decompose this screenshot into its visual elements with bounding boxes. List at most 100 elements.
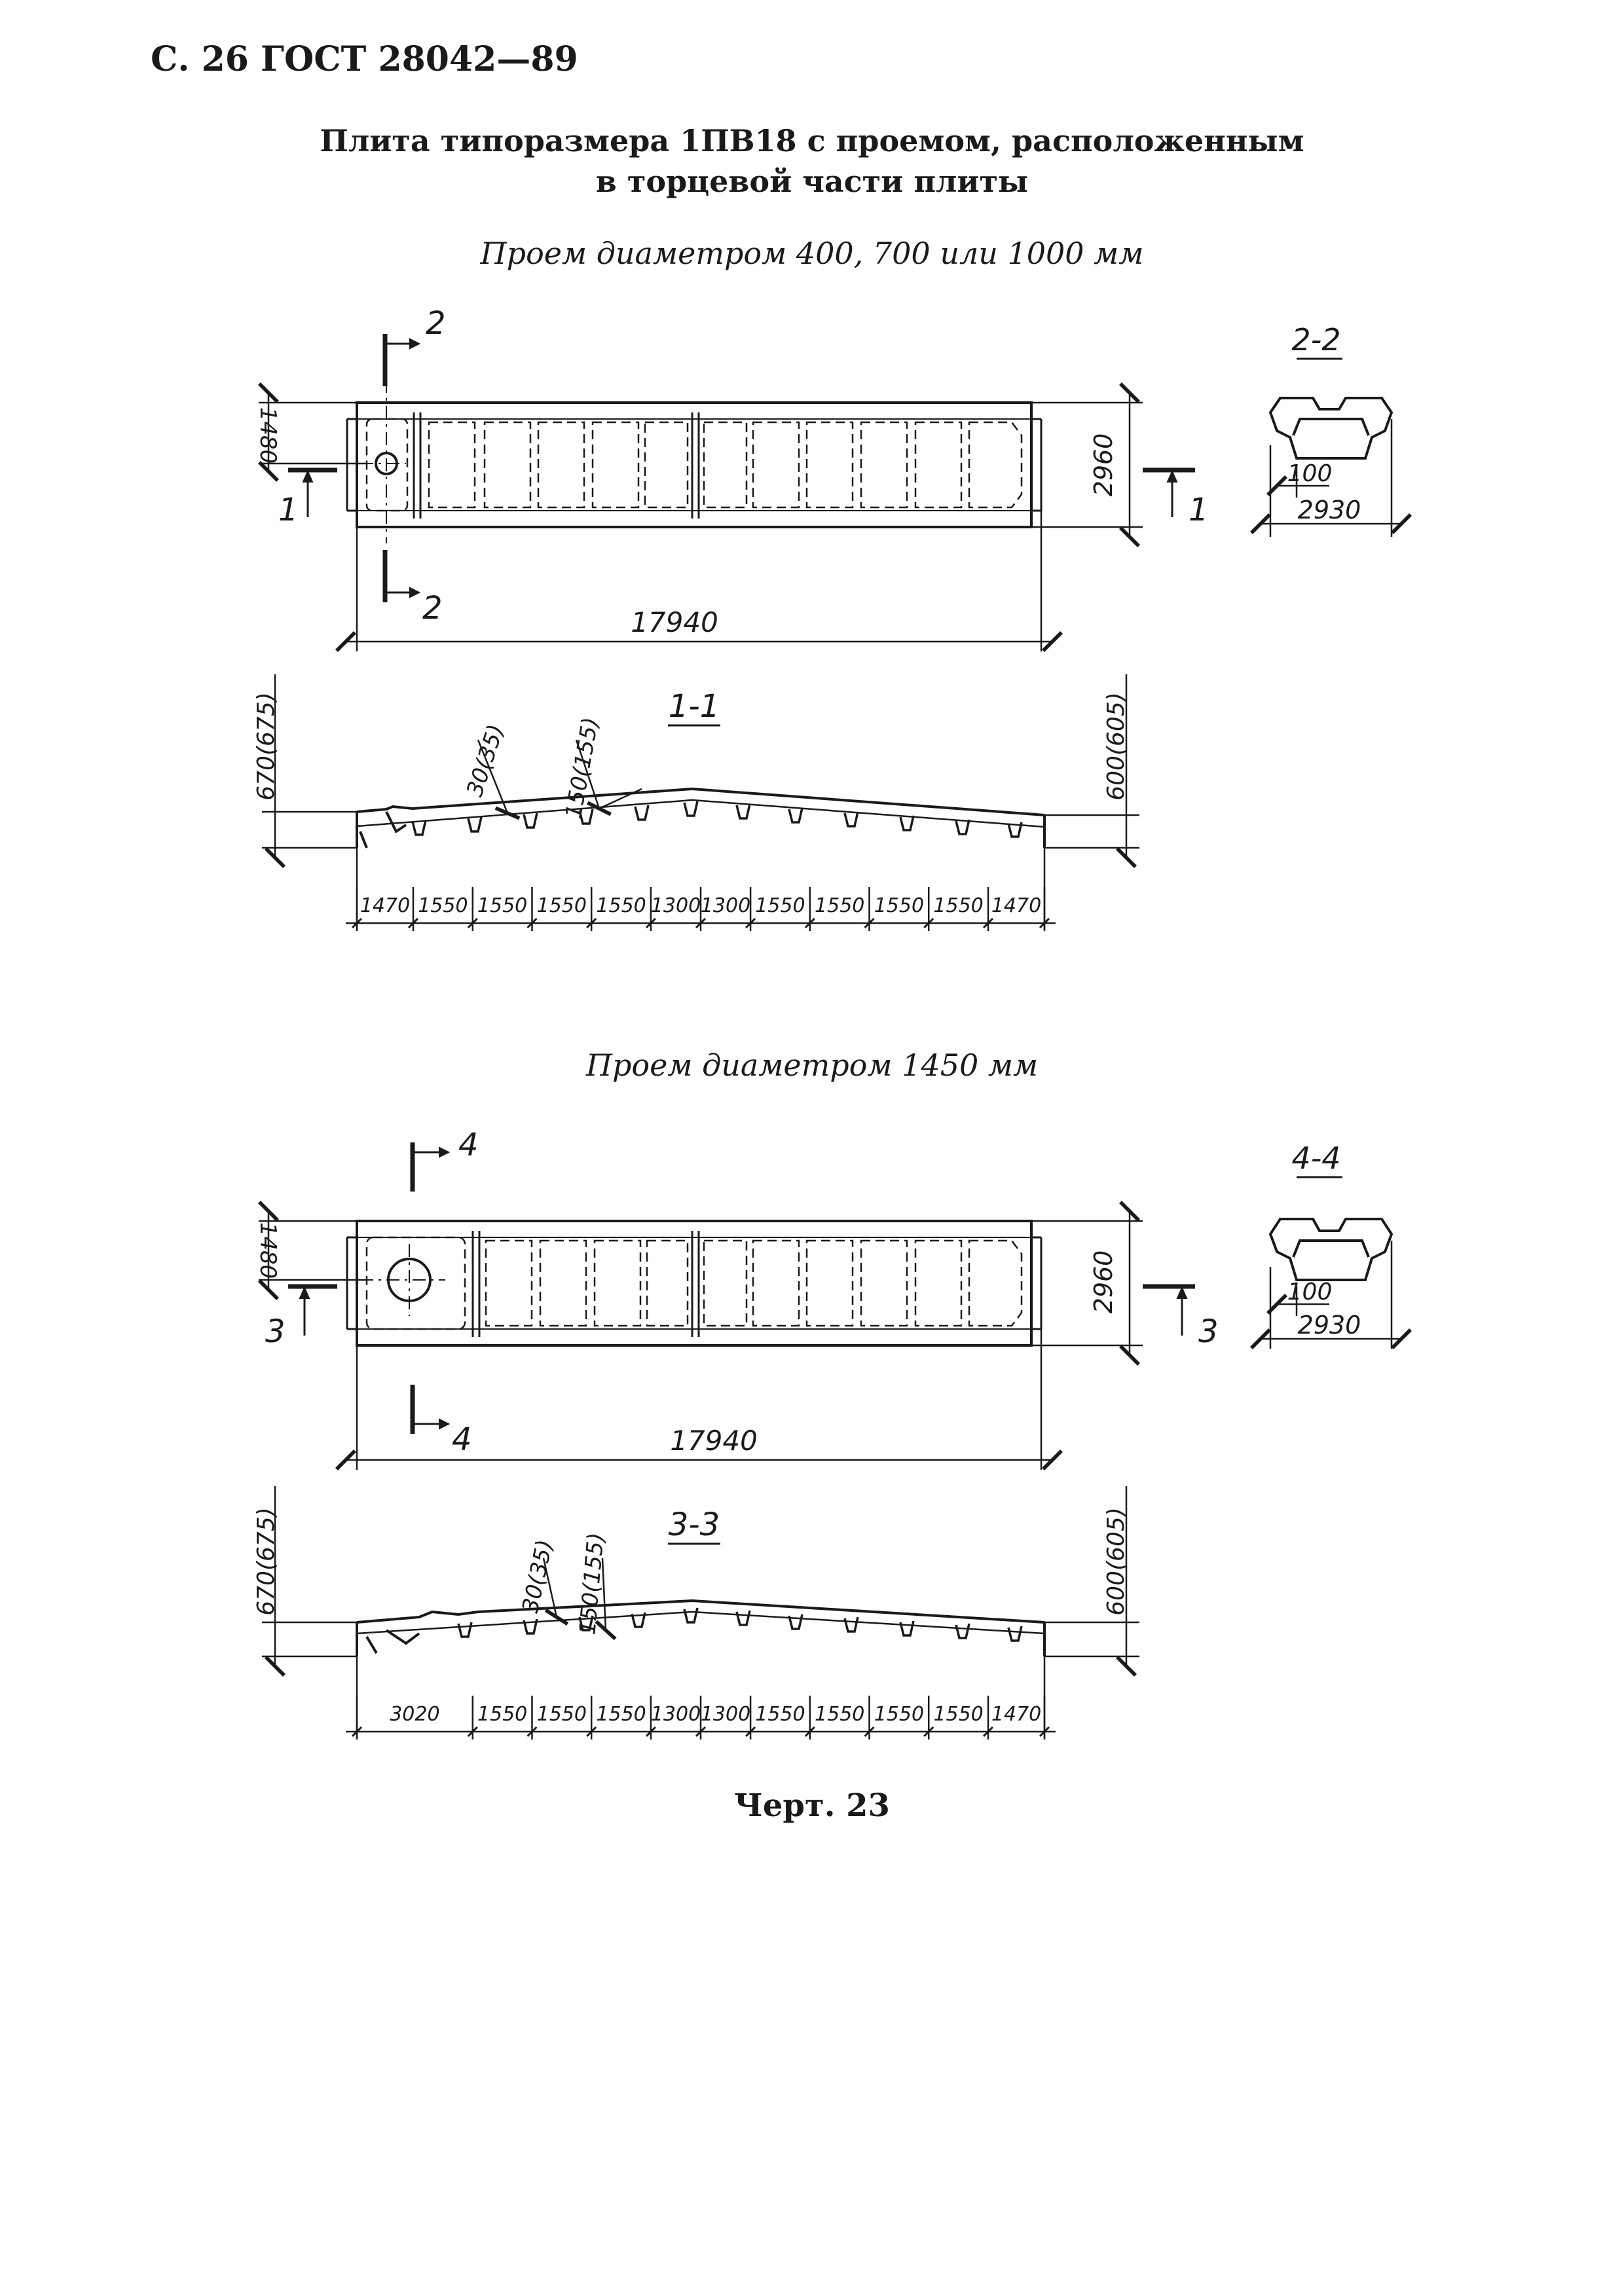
plan-view-b	[308, 1220, 1043, 1347]
dim-b-half-width: 1480	[255, 1222, 281, 1279]
long-section-a-shape	[356, 787, 1046, 848]
section-b-bay-tick	[526, 1726, 538, 1738]
section-b-bay-tick	[864, 1726, 875, 1738]
dim-b-width: 2960	[1089, 1250, 1118, 1314]
dim-b-right-height: 600(605)	[1103, 1507, 1130, 1616]
section-b-bay-tick	[467, 1726, 478, 1738]
section-a-bay-label: 1470	[991, 894, 1041, 917]
section-a-bay-label: 1550	[755, 894, 805, 917]
dim-a-length: 17940	[631, 606, 718, 638]
cut-marker-4-bottom	[410, 1385, 451, 1434]
section-a-bay-tick	[864, 917, 875, 929]
section-b-bay-tick	[982, 1726, 994, 1738]
section-a-bay-label: 1550	[596, 894, 646, 917]
plan-b-outline	[356, 1220, 1033, 1347]
cut-label-4-top: 4	[458, 1127, 479, 1163]
dim-a-left-height: 670(675)	[253, 692, 280, 801]
section-b-bay-label: 1550	[874, 1703, 924, 1726]
section-a-bay-tick	[923, 917, 934, 929]
section-a-caption: Проем диаметром 400, 700 или 1000 мм	[480, 236, 1144, 271]
cut-marker-3-left	[288, 1284, 337, 1336]
section-a-bay-tick	[804, 917, 815, 929]
section-a-bay-tick	[982, 917, 994, 929]
dim-cross-2-2-rib: 100	[1287, 460, 1333, 487]
section-a-bay-tick	[407, 917, 419, 929]
dim-b-length: 17940	[670, 1425, 758, 1457]
section-a-bay-tick	[526, 917, 538, 929]
drawing-title-line2: в торцевой части плиты	[595, 164, 1029, 199]
section-a-bay-tick	[467, 917, 478, 929]
drawing-title-line1: Плита типоразмера 1ПВ18 с проемом, распо…	[320, 123, 1304, 158]
section-a-bay-label: 1550	[815, 894, 864, 917]
section-b-bay-tick	[745, 1726, 756, 1738]
cut-marker-2-bottom	[382, 550, 421, 602]
cut-marker-2-top	[382, 334, 421, 386]
section-a-bay-label: 1550	[874, 894, 924, 917]
section-a-bay-label: 1550	[418, 894, 468, 917]
long-section-label-1-1: 1-1	[669, 688, 720, 725]
section-a-bay-label: 1300	[701, 894, 750, 917]
section-a-bay-tick	[645, 917, 656, 929]
section-a-bay-label: 1470	[360, 894, 410, 917]
section-a-bay-tick	[586, 917, 597, 929]
section-a-bay-tick	[745, 917, 756, 929]
cut-label-1-left: 1	[278, 492, 299, 528]
cut-marker-4-top	[410, 1142, 451, 1192]
dim-a-right-height: 600(605)	[1103, 692, 1130, 801]
dim-a-shelf: 30(35)	[462, 721, 509, 800]
cut-label-2-top: 2	[426, 305, 446, 342]
plan-a-dimensions	[258, 382, 1143, 652]
plan-a-outline	[356, 401, 1033, 528]
dim-b-shelf: 30(35)	[517, 1537, 559, 1615]
cut-marker-1-right	[1143, 467, 1195, 517]
section-b-bay-tick	[695, 1726, 707, 1738]
cross-section-2-2-shape	[1268, 397, 1393, 460]
cut-label-2-bottom: 2	[422, 590, 443, 627]
dim-cross-4-4-width: 2930	[1298, 1311, 1361, 1339]
long-section-a-ribs	[411, 801, 1023, 838]
section-b-bay-tick	[804, 1726, 815, 1738]
cross-section-label-2-2: 2-2	[1291, 322, 1340, 357]
dim-a-half-width: 1480	[255, 407, 281, 464]
plan-a-ribs	[365, 418, 1023, 512]
cross-section-4-4-shape	[1268, 1218, 1393, 1281]
plan-b-ribs	[365, 1236, 1023, 1330]
section-b-bay-label: 1550	[596, 1703, 646, 1726]
section-b-bay-label: 1550	[755, 1703, 805, 1726]
cross-section-label-4-4: 4-4	[1291, 1140, 1340, 1176]
dim-cross-4-4-rib: 100	[1287, 1279, 1333, 1305]
section-a-bay-label: 1550	[933, 894, 983, 917]
section-b-bay-label: 1550	[537, 1703, 587, 1726]
section-b-bay-label: 3020	[390, 1703, 439, 1726]
section-b-bay-tick	[645, 1726, 656, 1738]
long-section-b-shape	[356, 1599, 1046, 1656]
section-b-bay-label: 1550	[933, 1703, 983, 1726]
section-a-bay-label: 1550	[537, 894, 587, 917]
section-b-bay-label: 1550	[477, 1703, 527, 1726]
cut-label-3-right: 3	[1198, 1313, 1219, 1350]
long-section-b-ribs	[457, 1607, 1023, 1642]
plan-view-a	[308, 380, 1043, 543]
dim-b-rib: 150(155)	[574, 1531, 609, 1635]
section-a-bay-tick	[1039, 917, 1050, 929]
section-b-caption: Проем диаметром 1450 мм	[585, 1048, 1039, 1083]
cut-marker-1-left	[288, 467, 337, 517]
long-section-label-3-3: 3-3	[669, 1506, 720, 1543]
section-b-bay-label: 1550	[815, 1703, 864, 1726]
dim-cross-2-2-width: 2930	[1298, 496, 1361, 524]
section-b-bay-label: 1300	[701, 1703, 750, 1726]
figure-caption: Черт. 23	[734, 1787, 890, 1824]
section-b-bay-tick	[1039, 1726, 1050, 1738]
section-a-bay-tick	[351, 917, 363, 929]
cross-section-2-2-dimensions	[1250, 419, 1412, 537]
section-b-bay-tick	[351, 1726, 363, 1738]
section-b-bay-label: 1300	[651, 1703, 701, 1726]
cross-section-4-4-dimensions	[1250, 1241, 1412, 1349]
section-a-bay-tick	[695, 917, 707, 929]
cut-label-4-bottom: 4	[452, 1421, 472, 1458]
section-b-bay-tick	[923, 1726, 934, 1738]
page-reference: С. 26 ГОСТ 28042—89	[151, 39, 578, 79]
